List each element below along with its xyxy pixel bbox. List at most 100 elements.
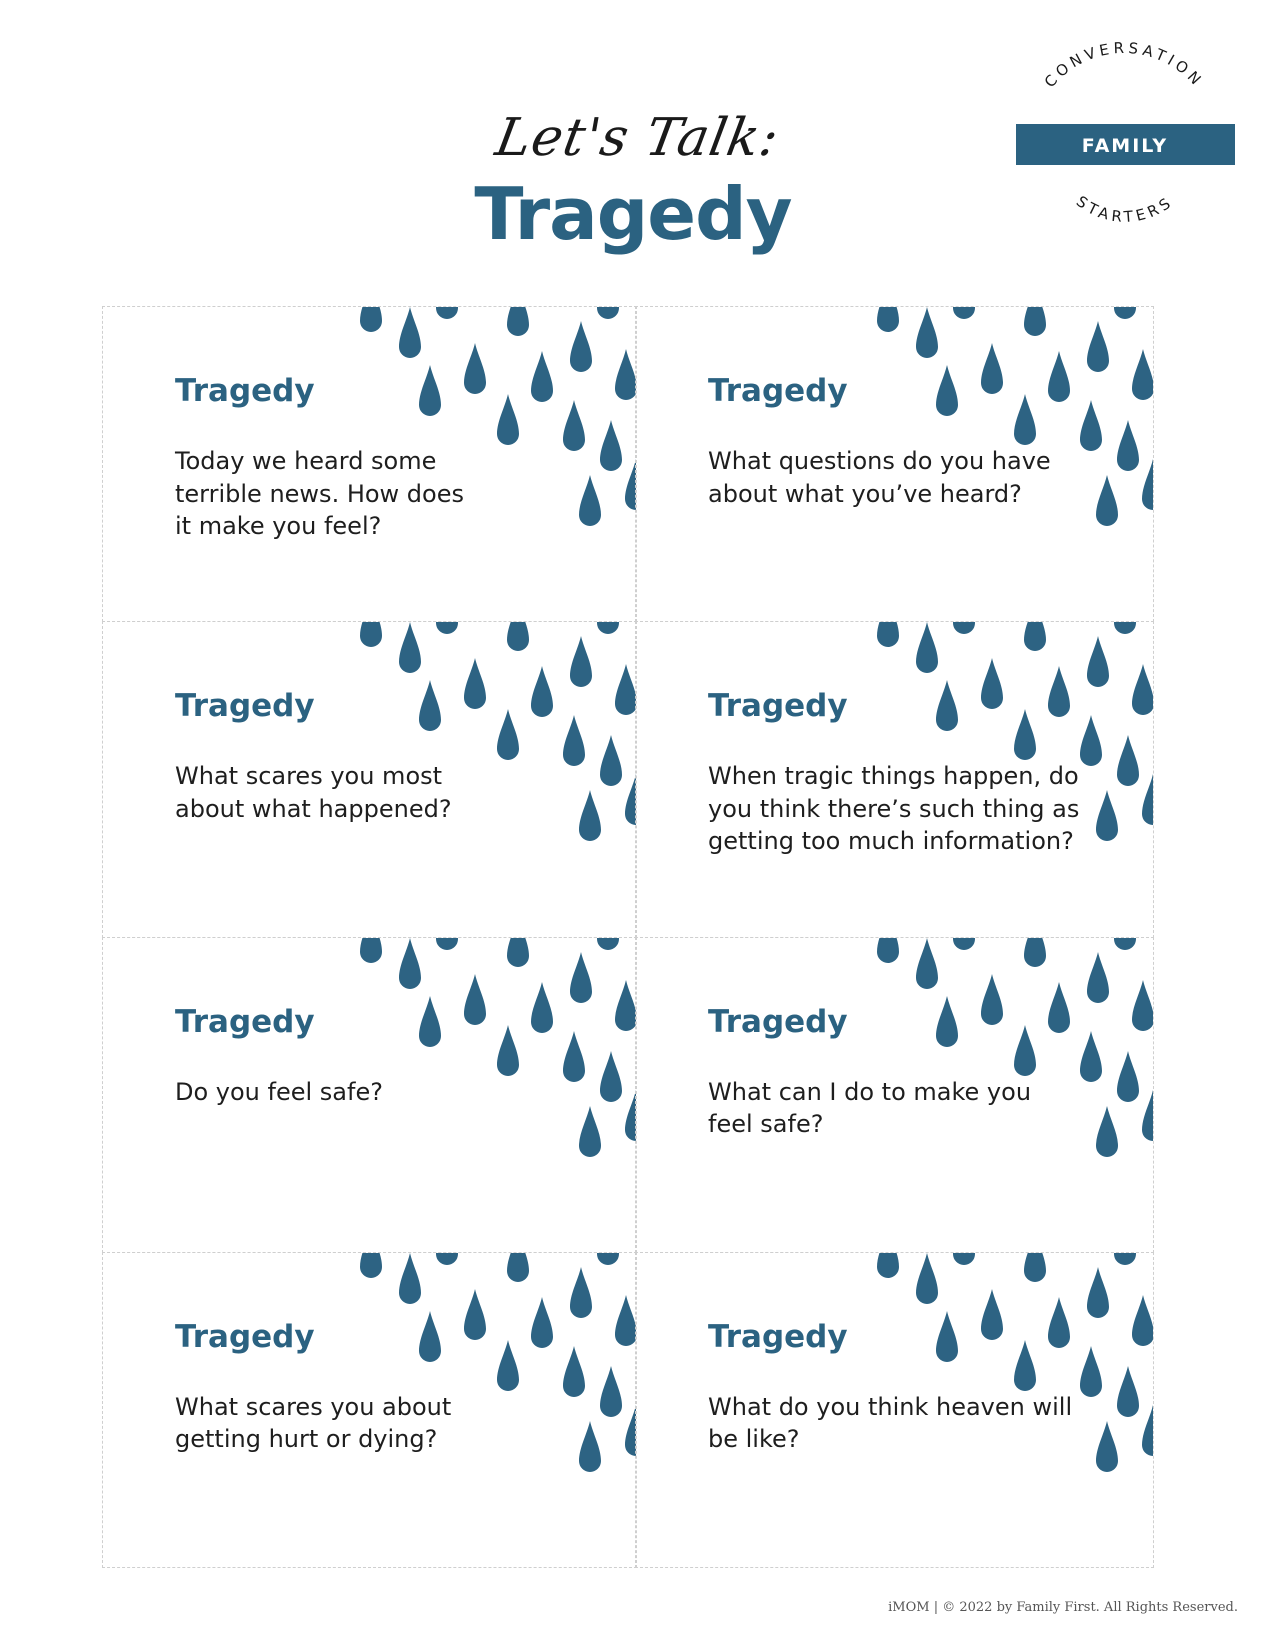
raindrop-icon <box>497 709 519 761</box>
raindrop-icon <box>579 475 601 526</box>
raindrop-icon <box>877 307 899 332</box>
raindrop-icon <box>1132 979 1153 1031</box>
raindrop-icon <box>1024 937 1046 967</box>
raindrop-icon <box>1132 349 1153 400</box>
raindrop-icon <box>360 1252 382 1278</box>
raindrop-icon <box>981 973 1003 1025</box>
card-question: What scares you about getting hurt or dy… <box>175 1392 452 1454</box>
raindrop-icon <box>531 1296 553 1348</box>
raindrop-icon <box>600 1365 622 1417</box>
raindrop-icon <box>436 622 458 635</box>
raindrop-icon <box>916 307 938 358</box>
card-title: Tragedy <box>175 688 315 725</box>
raindrop-icon <box>1096 1105 1118 1157</box>
raindrop-icon <box>625 1404 636 1456</box>
raindrop-icon <box>1132 1294 1153 1346</box>
raindrops-decoration <box>360 1252 636 1472</box>
card-question: Do you feel safe? <box>175 1077 383 1106</box>
raindrop-icon <box>953 1252 975 1265</box>
raindrop-icon <box>615 349 636 400</box>
raindrop-icon <box>1048 1296 1070 1348</box>
raindrop-icon <box>600 1050 622 1102</box>
raindrop-icon <box>953 937 975 950</box>
raindrop-icon <box>1014 394 1036 445</box>
raindrop-icon <box>936 680 958 732</box>
raindrop-icon <box>507 307 529 336</box>
raindrop-icon <box>1087 321 1109 372</box>
raindrop-icon <box>877 1252 899 1278</box>
raindrops-decoration <box>877 937 1153 1157</box>
raindrop-icon <box>507 1252 529 1282</box>
svg-text:STARTERS: STARTERS <box>1073 192 1177 226</box>
raindrop-icon <box>570 1266 592 1318</box>
raindrop-icon <box>579 1420 601 1472</box>
raindrop-icon <box>360 622 382 648</box>
raindrop-icon <box>1096 1420 1118 1472</box>
family-conversation-starters-logo: CONVERSATION FAMILY STARTERS <box>1016 40 1235 226</box>
card-question: Today we heard some terrible news. How d… <box>175 447 464 540</box>
raindrop-icon <box>953 622 975 635</box>
raindrop-icon <box>419 1310 441 1362</box>
raindrop-icon <box>1080 400 1102 451</box>
raindrop-icon <box>1114 307 1136 319</box>
raindrop-icon <box>436 307 458 319</box>
raindrop-icon <box>419 995 441 1047</box>
raindrop-icon <box>497 394 519 445</box>
card-title: Tragedy <box>708 1318 848 1355</box>
raindrop-icon <box>1114 622 1136 635</box>
raindrop-icon <box>1014 709 1036 761</box>
raindrop-icon <box>625 774 636 826</box>
raindrop-icon <box>563 400 585 451</box>
raindrop-icon <box>531 666 553 718</box>
raindrop-icon <box>464 973 486 1025</box>
raindrop-icon <box>625 1089 636 1141</box>
card-question: What can I do to make you feel safe? <box>708 1077 1032 1139</box>
raindrop-icon <box>1087 951 1109 1003</box>
raindrop-icon <box>360 937 382 963</box>
raindrops-decoration <box>360 622 636 842</box>
raindrop-icon <box>570 951 592 1003</box>
raindrop-icon <box>615 1294 636 1346</box>
card-question: What scares you most about what happened… <box>175 762 452 823</box>
raindrop-icon <box>497 1339 519 1391</box>
raindrop-icon <box>953 307 975 319</box>
raindrop-icon <box>579 1105 601 1157</box>
raindrop-icon <box>597 1252 619 1265</box>
raindrop-icon <box>625 459 636 510</box>
card-question: What questions do you have about what yo… <box>708 447 1051 508</box>
raindrop-icon <box>597 937 619 950</box>
raindrop-icon <box>600 420 622 471</box>
raindrop-icon <box>360 307 382 332</box>
raindrop-icon <box>981 343 1003 394</box>
raindrop-icon <box>419 680 441 732</box>
raindrop-icon <box>579 790 601 842</box>
raindrop-icon <box>981 1288 1003 1340</box>
raindrop-icon <box>1014 1024 1036 1076</box>
copyright-footer: iMOM | © 2022 by Family First. All Right… <box>888 1600 1238 1615</box>
raindrops-decoration <box>877 1252 1153 1472</box>
card-title: Tragedy <box>708 1003 848 1040</box>
raindrop-icon <box>436 937 458 950</box>
raindrop-icon <box>1142 1089 1153 1141</box>
logo-top-arc-text: CONVERSATION <box>1041 40 1203 91</box>
card-title: Tragedy <box>708 373 848 409</box>
card-title: Tragedy <box>175 373 315 409</box>
raindrop-icon <box>1080 1030 1102 1082</box>
raindrop-icon <box>1114 937 1136 950</box>
raindrop-icon <box>1048 351 1070 402</box>
logo-banner <box>1016 124 1235 165</box>
logo-bottom-arc-text: STARTERS <box>1073 192 1173 226</box>
raindrop-icon <box>464 1288 486 1340</box>
raindrop-icon <box>563 1345 585 1397</box>
raindrop-icon <box>1117 420 1139 471</box>
card-question: When tragic things happen, do you think … <box>708 762 1080 856</box>
raindrop-icon <box>399 1252 421 1304</box>
raindrop-icon <box>1048 981 1070 1033</box>
